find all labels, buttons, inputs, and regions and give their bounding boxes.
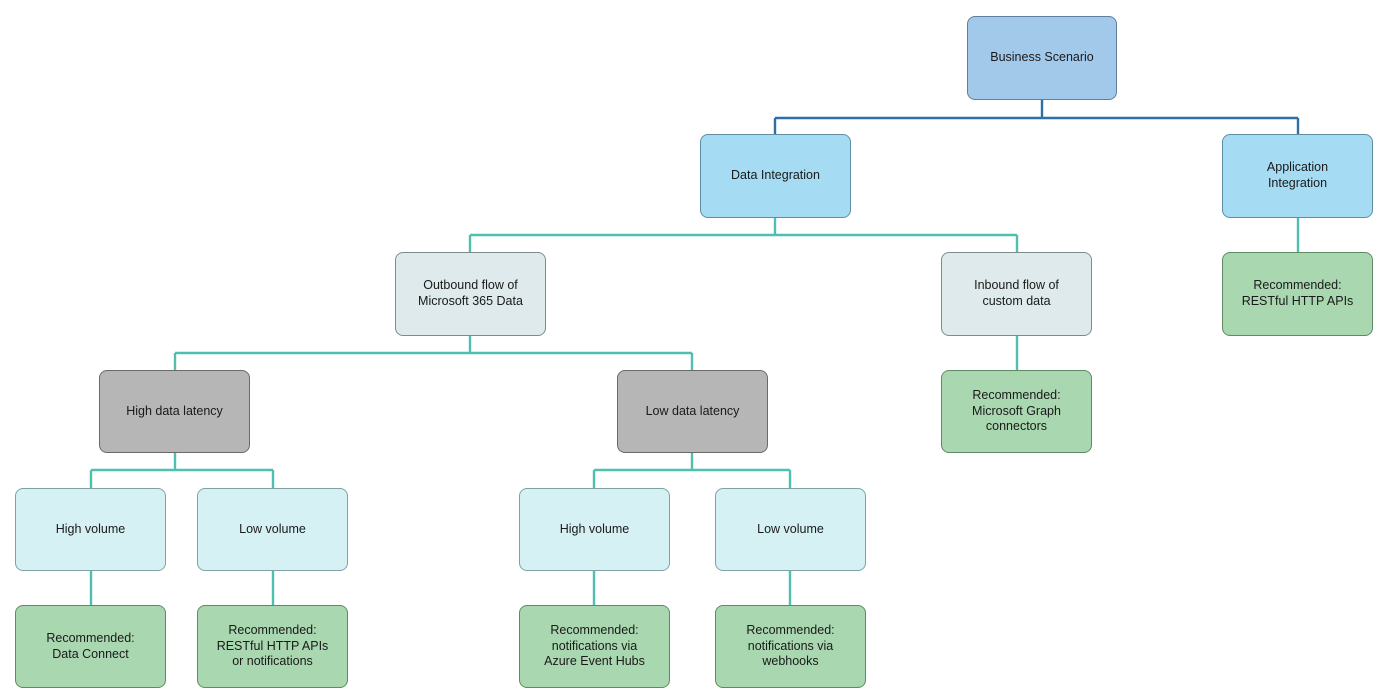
outbound-flow-node: Outbound flow of Microsoft 365 Data <box>395 252 546 336</box>
recommended-restful-or-notifications-node: Recommended: RESTful HTTP APIs or notifi… <box>197 605 348 688</box>
high-volume-node: High volume <box>15 488 166 571</box>
recommended-event-hubs-node: Recommended: notifications via Azure Eve… <box>519 605 670 688</box>
inbound-flow-node: Inbound flow of custom data <box>941 252 1092 336</box>
recommended-data-connect-node: Recommended: Data Connect <box>15 605 166 688</box>
connector-high-latency <box>89 453 275 488</box>
connector-data-integration <box>468 218 1019 252</box>
low-volume-node: Low volume <box>715 488 866 571</box>
low-data-latency-node: Low data latency <box>617 370 768 453</box>
high-volume-node: High volume <box>519 488 670 571</box>
connector-low-latency <box>592 453 792 488</box>
low-volume-node: Low volume <box>197 488 348 571</box>
connector-outbound <box>173 336 694 370</box>
business-scenario-node: Business Scenario <box>967 16 1117 100</box>
application-integration-node: Application Integration <box>1222 134 1373 218</box>
recommended-webhooks-node: Recommended: notifications via webhooks <box>715 605 866 688</box>
connector-root <box>773 100 1300 134</box>
high-data-latency-node: High data latency <box>99 370 250 453</box>
recommended-graph-connectors-node: Recommended: Microsoft Graph connectors <box>941 370 1092 453</box>
data-integration-node: Data Integration <box>700 134 851 218</box>
recommended-restful-app-node: Recommended: RESTful HTTP APIs <box>1222 252 1373 336</box>
